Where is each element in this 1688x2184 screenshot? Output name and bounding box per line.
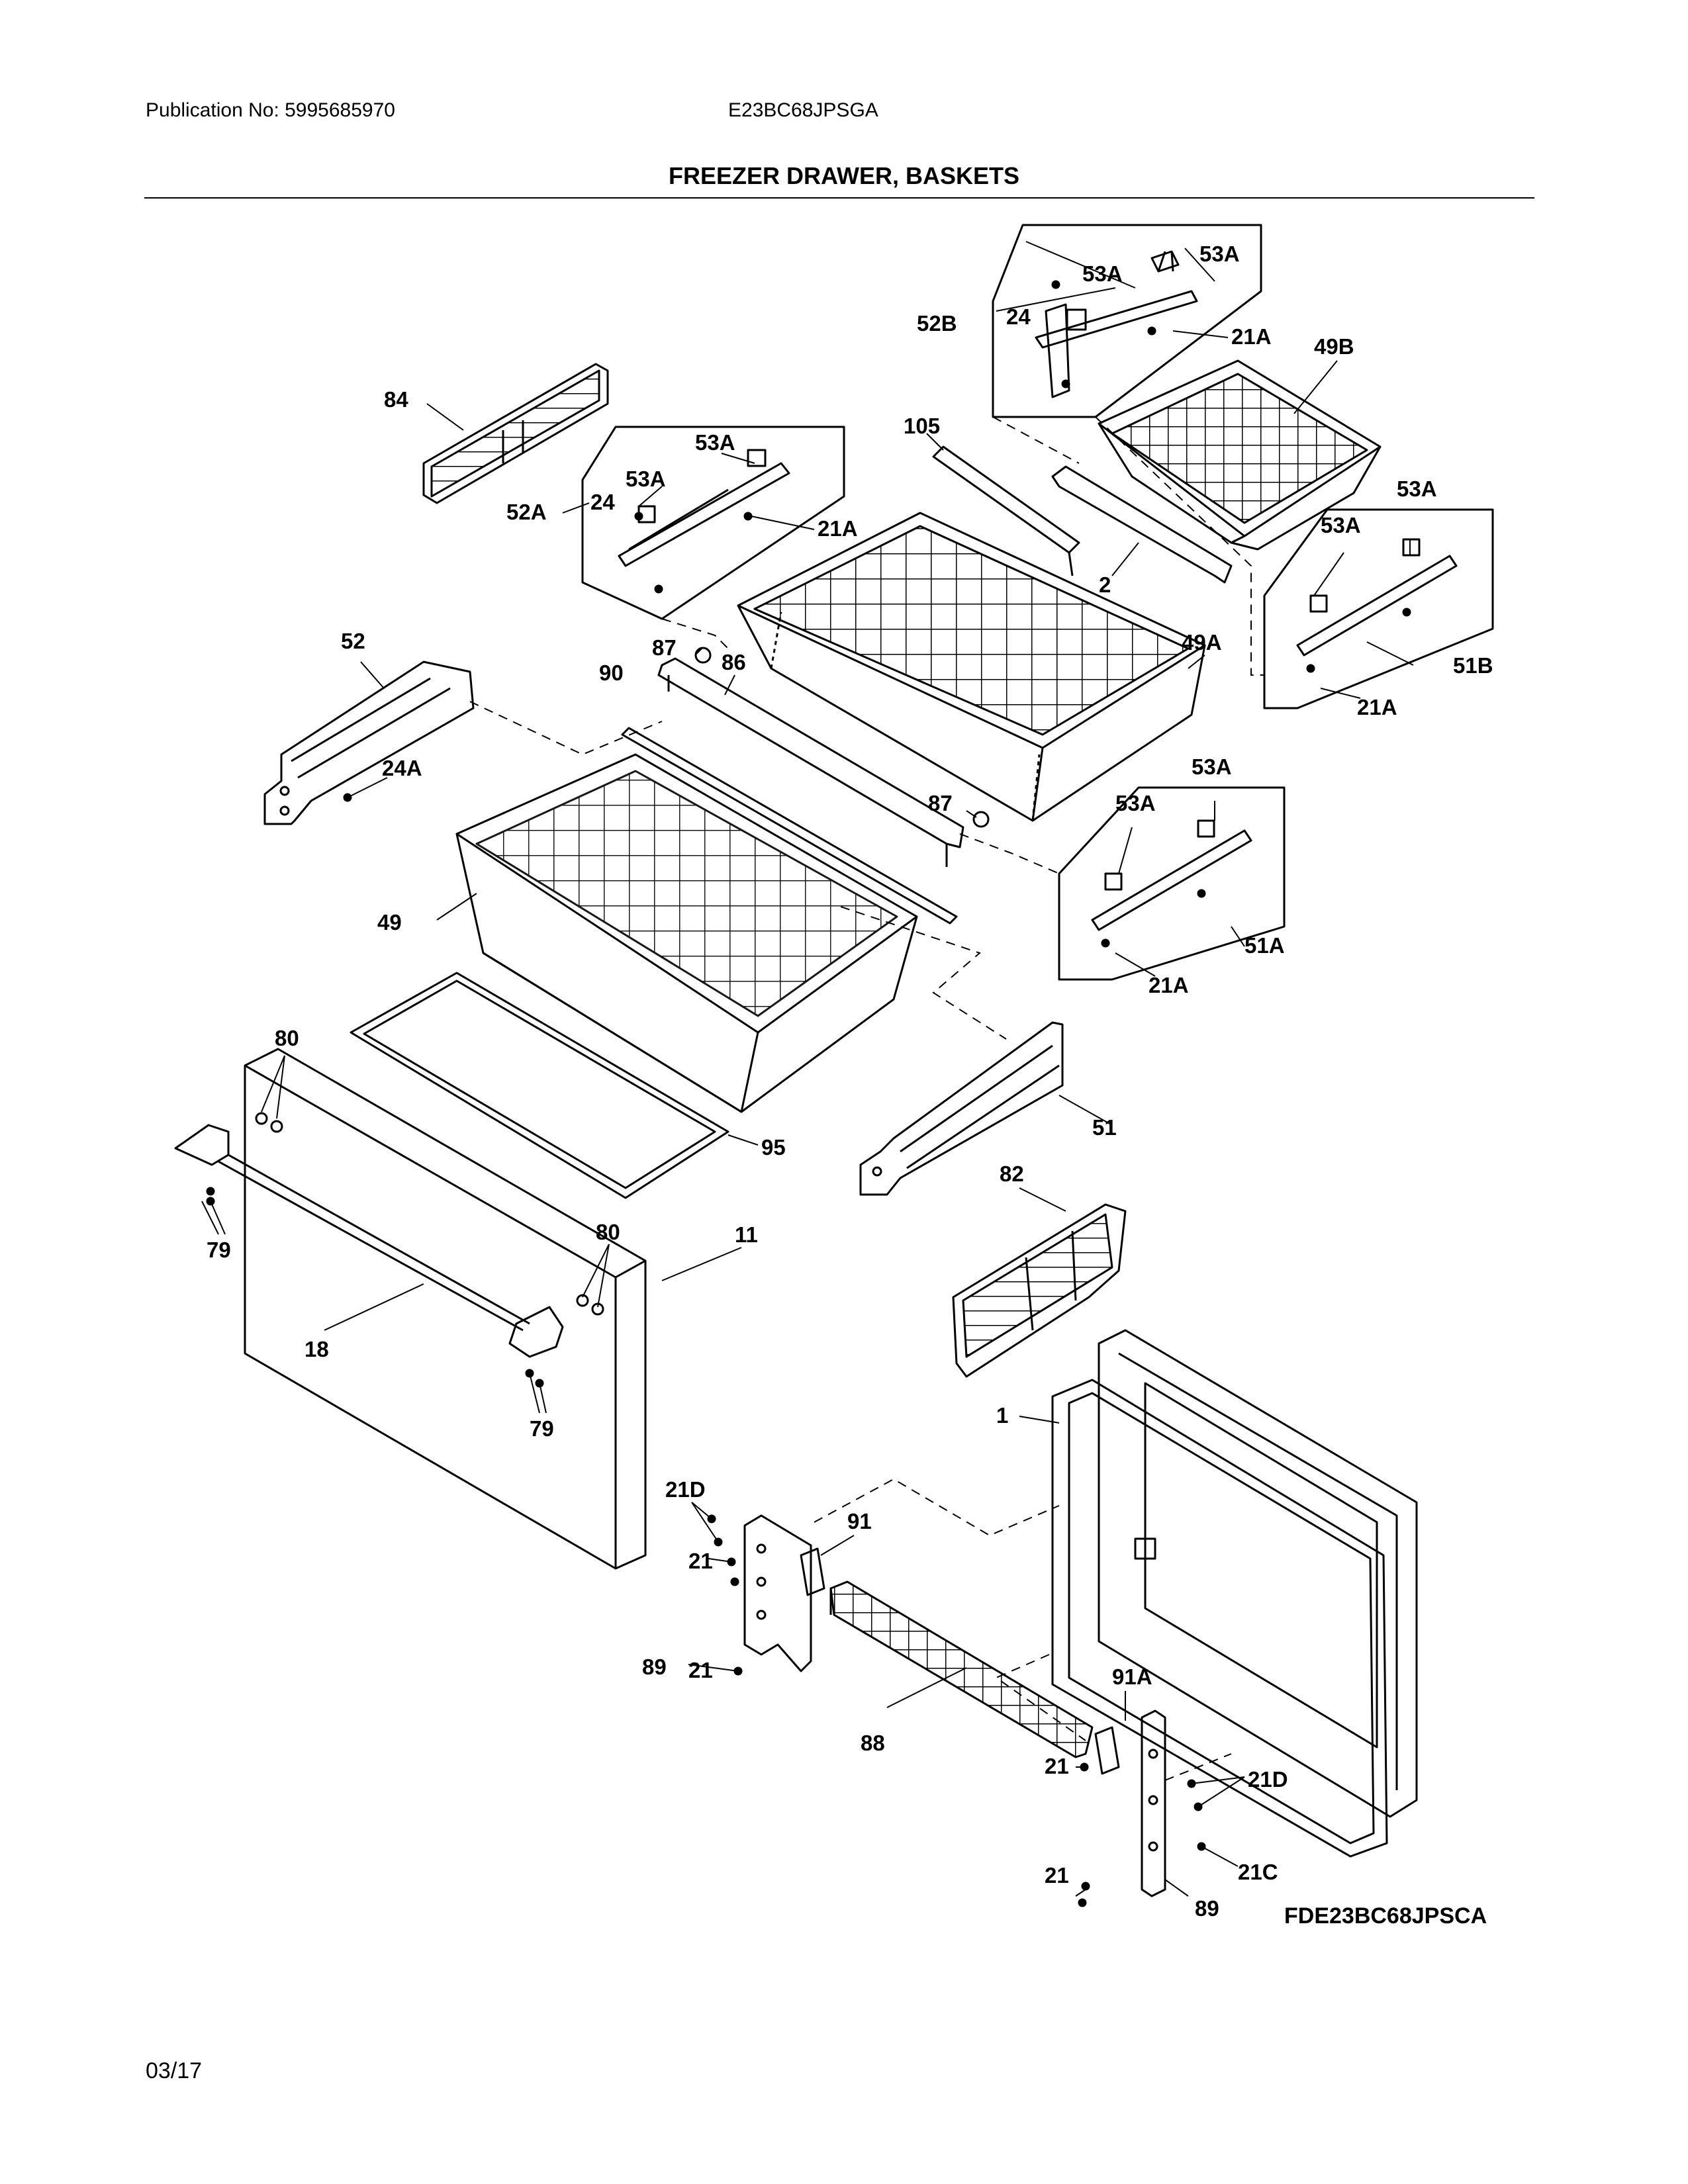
callout-21A: 21A	[818, 516, 858, 541]
callout-90: 90	[599, 660, 624, 685]
callout-51: 51	[1092, 1115, 1117, 1140]
callout-21: 21	[688, 1549, 713, 1573]
callout-2: 2	[1099, 572, 1111, 597]
callout-labels: 53A 53A 52B 24 21A 49B 84 53A 53A 52A 24…	[207, 242, 1493, 1921]
screws	[206, 280, 1411, 1907]
rod-90	[621, 727, 958, 925]
slide-51	[859, 1021, 1064, 1196]
page-title: FREEZER DRAWER, BASKETS	[668, 162, 1020, 189]
grille-84	[422, 363, 609, 504]
callout-89: 89	[1195, 1896, 1219, 1921]
callout-53A: 53A	[1397, 477, 1437, 501]
bracket-89-left	[743, 1514, 825, 1672]
callout-21C: 21C	[1238, 1860, 1278, 1884]
callout-80: 80	[275, 1026, 299, 1050]
callout-84: 84	[384, 387, 408, 412]
callout-53A: 53A	[1192, 754, 1232, 779]
callout-49B: 49B	[1314, 334, 1354, 359]
callout-91A: 91A	[1112, 1664, 1152, 1689]
callout-52A: 52A	[506, 500, 547, 524]
revision-date: 03/17	[146, 2058, 203, 2083]
publication-number: Publication No: 5995685970	[146, 99, 395, 121]
callout-53A: 53A	[626, 467, 666, 491]
callout-11: 11	[735, 1222, 758, 1247]
grille-82	[952, 1203, 1127, 1378]
callout-18: 18	[305, 1337, 329, 1361]
callout-51A: 51A	[1244, 933, 1285, 958]
callout-49: 49	[377, 910, 402, 934]
handle-18	[174, 1124, 564, 1358]
callout-21D: 21D	[665, 1477, 706, 1502]
callout-80: 80	[596, 1220, 620, 1244]
model-number: E23BC68JPSGA	[728, 99, 878, 121]
callout-79: 79	[530, 1416, 554, 1441]
callout-24: 24	[1006, 304, 1031, 329]
callout-52: 52	[341, 629, 365, 653]
basket-49a	[737, 512, 1206, 822]
callout-53A: 53A	[1199, 242, 1240, 266]
callout-24: 24	[590, 490, 615, 514]
callout-53A: 53A	[695, 430, 735, 455]
crossbar-86	[657, 647, 990, 867]
callout-49A: 49A	[1182, 630, 1222, 655]
callout-91: 91	[847, 1509, 872, 1533]
title-rule	[144, 197, 1534, 199]
callout-24A: 24A	[382, 756, 422, 780]
gasket-1	[1051, 1379, 1388, 1858]
rail-box-51b	[1263, 508, 1494, 709]
basket-49	[455, 753, 918, 1113]
callout-1: 1	[996, 1403, 1008, 1428]
callout-53A: 53A	[1115, 791, 1156, 815]
door-liner	[1098, 1329, 1418, 1818]
diagram-code: FDE23BC68JPSCA	[1284, 1903, 1487, 1929]
callout-21: 21	[1045, 1863, 1069, 1888]
callout-105: 105	[904, 414, 940, 438]
callout-21: 21	[1045, 1754, 1069, 1778]
callout-21A: 21A	[1149, 973, 1189, 997]
callout-95: 95	[761, 1135, 786, 1160]
callout-51B: 51B	[1453, 653, 1493, 678]
callout-21D: 21D	[1248, 1767, 1288, 1792]
callout-53A: 53A	[1321, 513, 1361, 537]
drawer-front-11	[244, 1048, 647, 1570]
basket-49b	[1098, 359, 1382, 551]
slide-52	[263, 660, 475, 825]
callout-87: 87	[928, 791, 953, 815]
callout-21: 21	[688, 1658, 713, 1682]
bar-105	[932, 445, 1080, 576]
bracket-89-right	[1094, 1709, 1166, 1897]
lower-basket-88	[829, 1580, 1094, 1758]
callout-21A: 21A	[1231, 324, 1272, 349]
callout-52B: 52B	[917, 311, 957, 336]
alignment-lines	[469, 416, 1264, 1781]
callout-53A: 53A	[1082, 261, 1123, 286]
tray-95	[350, 972, 729, 1199]
callout-82: 82	[1000, 1161, 1024, 1186]
rail-box-51a	[1058, 786, 1286, 981]
callout-21A: 21A	[1357, 695, 1397, 719]
callout-86: 86	[722, 650, 746, 674]
bar-2	[1051, 465, 1233, 584]
callout-79: 79	[207, 1238, 231, 1262]
callout-87: 87	[652, 635, 677, 660]
leader-lines	[201, 241, 1414, 1897]
callout-89: 89	[642, 1655, 667, 1679]
callout-88: 88	[861, 1731, 885, 1755]
